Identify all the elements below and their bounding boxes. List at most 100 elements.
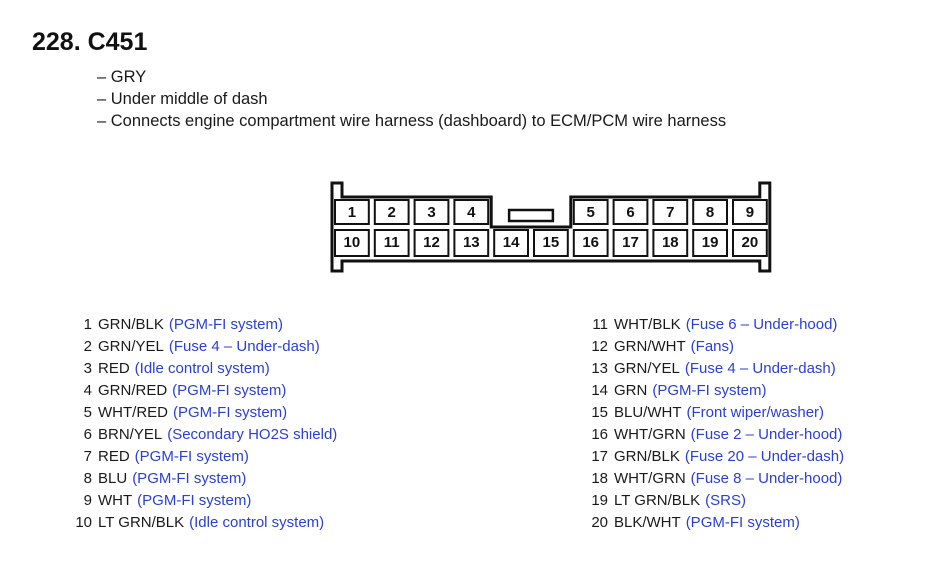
pin-cell-10 (334, 229, 370, 257)
wire-color: WHT/RED (98, 404, 168, 421)
pin-number: 17 (591, 448, 608, 465)
wire-color: RED (98, 360, 130, 377)
pin-number: 2 (83, 338, 92, 355)
wire-color: RED (98, 448, 130, 465)
pin-row-17: 17 GRN/BLK(Fuse 20 – Under-dash) (586, 446, 844, 468)
wire-color: LT GRN/BLK (98, 514, 185, 531)
pin-cell-6 (612, 199, 649, 225)
pin-cell-2 (373, 199, 410, 225)
pin-label-17: 17 (622, 234, 639, 251)
pin-row-13: 13 GRN/YEL(Fuse 4 – Under-dash) (586, 358, 844, 380)
pin-number: 12 (591, 338, 608, 355)
pin-number: 14 (591, 382, 608, 399)
pin-row-19: 19 LT GRN/BLK(SRS) (586, 490, 844, 512)
pin-row-4: 4 GRN/RED(PGM-FI system) (70, 380, 337, 402)
pin-cell-11 (373, 229, 410, 257)
circuit-description: (PGM-FI system) (134, 448, 249, 465)
pin-label-7: 7 (666, 204, 674, 221)
circuit-description: (PGM-FI system) (168, 316, 284, 333)
pin-cell-5 (572, 199, 609, 225)
pin-cell-8 (692, 199, 729, 225)
wire-color: WHT/BLK (614, 316, 681, 333)
pin-number: 13 (591, 360, 608, 377)
pin-label-15: 15 (543, 234, 560, 251)
pin-label-6: 6 (626, 204, 634, 221)
connector-notes: – GRY – Under middle of dash – Connects … (97, 66, 726, 132)
pin-label-1: 1 (348, 204, 356, 221)
pin-cell-19 (692, 229, 729, 257)
note-location: – Under middle of dash (97, 90, 268, 108)
pin-number: 1 (83, 316, 92, 333)
pin-cell-1 (334, 199, 370, 225)
wire-color: GRN/YEL (614, 360, 680, 377)
wire-color: GRN/BLK (98, 316, 164, 333)
wire-color: LT GRN/BLK (614, 492, 701, 509)
pin-cell-7 (652, 199, 689, 225)
pin-label-9: 9 (746, 204, 754, 221)
pin-row-3: 3 RED(Idle control system) (70, 358, 337, 380)
circuit-description: (Idle control system) (134, 360, 270, 377)
circuit-description: (Secondary HO2S shield) (167, 426, 338, 443)
pin-cell-18 (652, 229, 689, 257)
pin-cell-14 (493, 229, 530, 257)
pin-number: 19 (591, 492, 608, 509)
pin-label-18: 18 (662, 234, 679, 251)
wire-color: GRN/BLK (614, 448, 680, 465)
pin-number: 7 (83, 448, 92, 465)
wire-color: BRN/YEL (98, 426, 163, 443)
wire-color: BLU/WHT (614, 404, 682, 421)
circuit-description: (Fuse 8 – Under-hood) (690, 470, 843, 487)
pin-label-13: 13 (463, 234, 480, 251)
pin-number: 8 (83, 470, 92, 487)
pin-row-7: 7 RED(PGM-FI system) (70, 446, 337, 468)
circuit-description: (PGM-FI system) (172, 382, 287, 399)
pin-label-3: 3 (427, 204, 435, 221)
pin-label-20: 20 (742, 234, 759, 251)
pin-label-10: 10 (344, 234, 361, 251)
pin-number: 4 (83, 382, 92, 399)
pin-label-19: 19 (702, 234, 719, 251)
pin-label-2: 2 (388, 204, 396, 221)
note-color: – GRY (97, 68, 147, 86)
pin-cell-13 (453, 229, 490, 257)
pin-cell-15 (533, 229, 569, 257)
circuit-description: (Fuse 4 – Under-dash) (684, 360, 836, 377)
pin-number: 6 (83, 426, 92, 443)
wire-color: WHT/GRN (614, 426, 686, 443)
circuit-description: (PGM-FI system) (685, 514, 800, 531)
wire-color: BLK/WHT (614, 514, 681, 531)
page-title: 228. C451 (32, 28, 148, 56)
circuit-description: (PGM-FI system) (132, 470, 247, 487)
circuit-description: (Idle control system) (189, 514, 325, 531)
circuit-description: (Fuse 20 – Under-dash) (684, 448, 845, 465)
circuit-description: (Fuse 6 – Under-hood) (685, 316, 838, 333)
pin-cell-20 (732, 229, 768, 257)
pin-label-11: 11 (384, 234, 400, 251)
connector-housing (330, 181, 772, 273)
circuit-description: (Front wiper/washer) (686, 404, 825, 421)
wire-color: GRN/RED (98, 382, 168, 399)
pin-label-16: 16 (582, 234, 599, 251)
pin-number: 5 (83, 404, 92, 421)
circuit-description: (Fans) (690, 338, 734, 355)
circuit-description: (SRS) (705, 492, 746, 509)
pin-label-12: 12 (423, 234, 440, 251)
wire-color: WHT (98, 492, 133, 509)
pin-row-1: 1 GRN/BLK(PGM-FI system) (70, 314, 337, 336)
pin-label-4: 4 (467, 204, 476, 221)
pin-label-5: 5 (587, 204, 595, 221)
wire-color: GRN (614, 382, 648, 399)
pin-number: 3 (83, 360, 92, 377)
note-connects: – Connects engine compartment wire harne… (97, 112, 727, 130)
